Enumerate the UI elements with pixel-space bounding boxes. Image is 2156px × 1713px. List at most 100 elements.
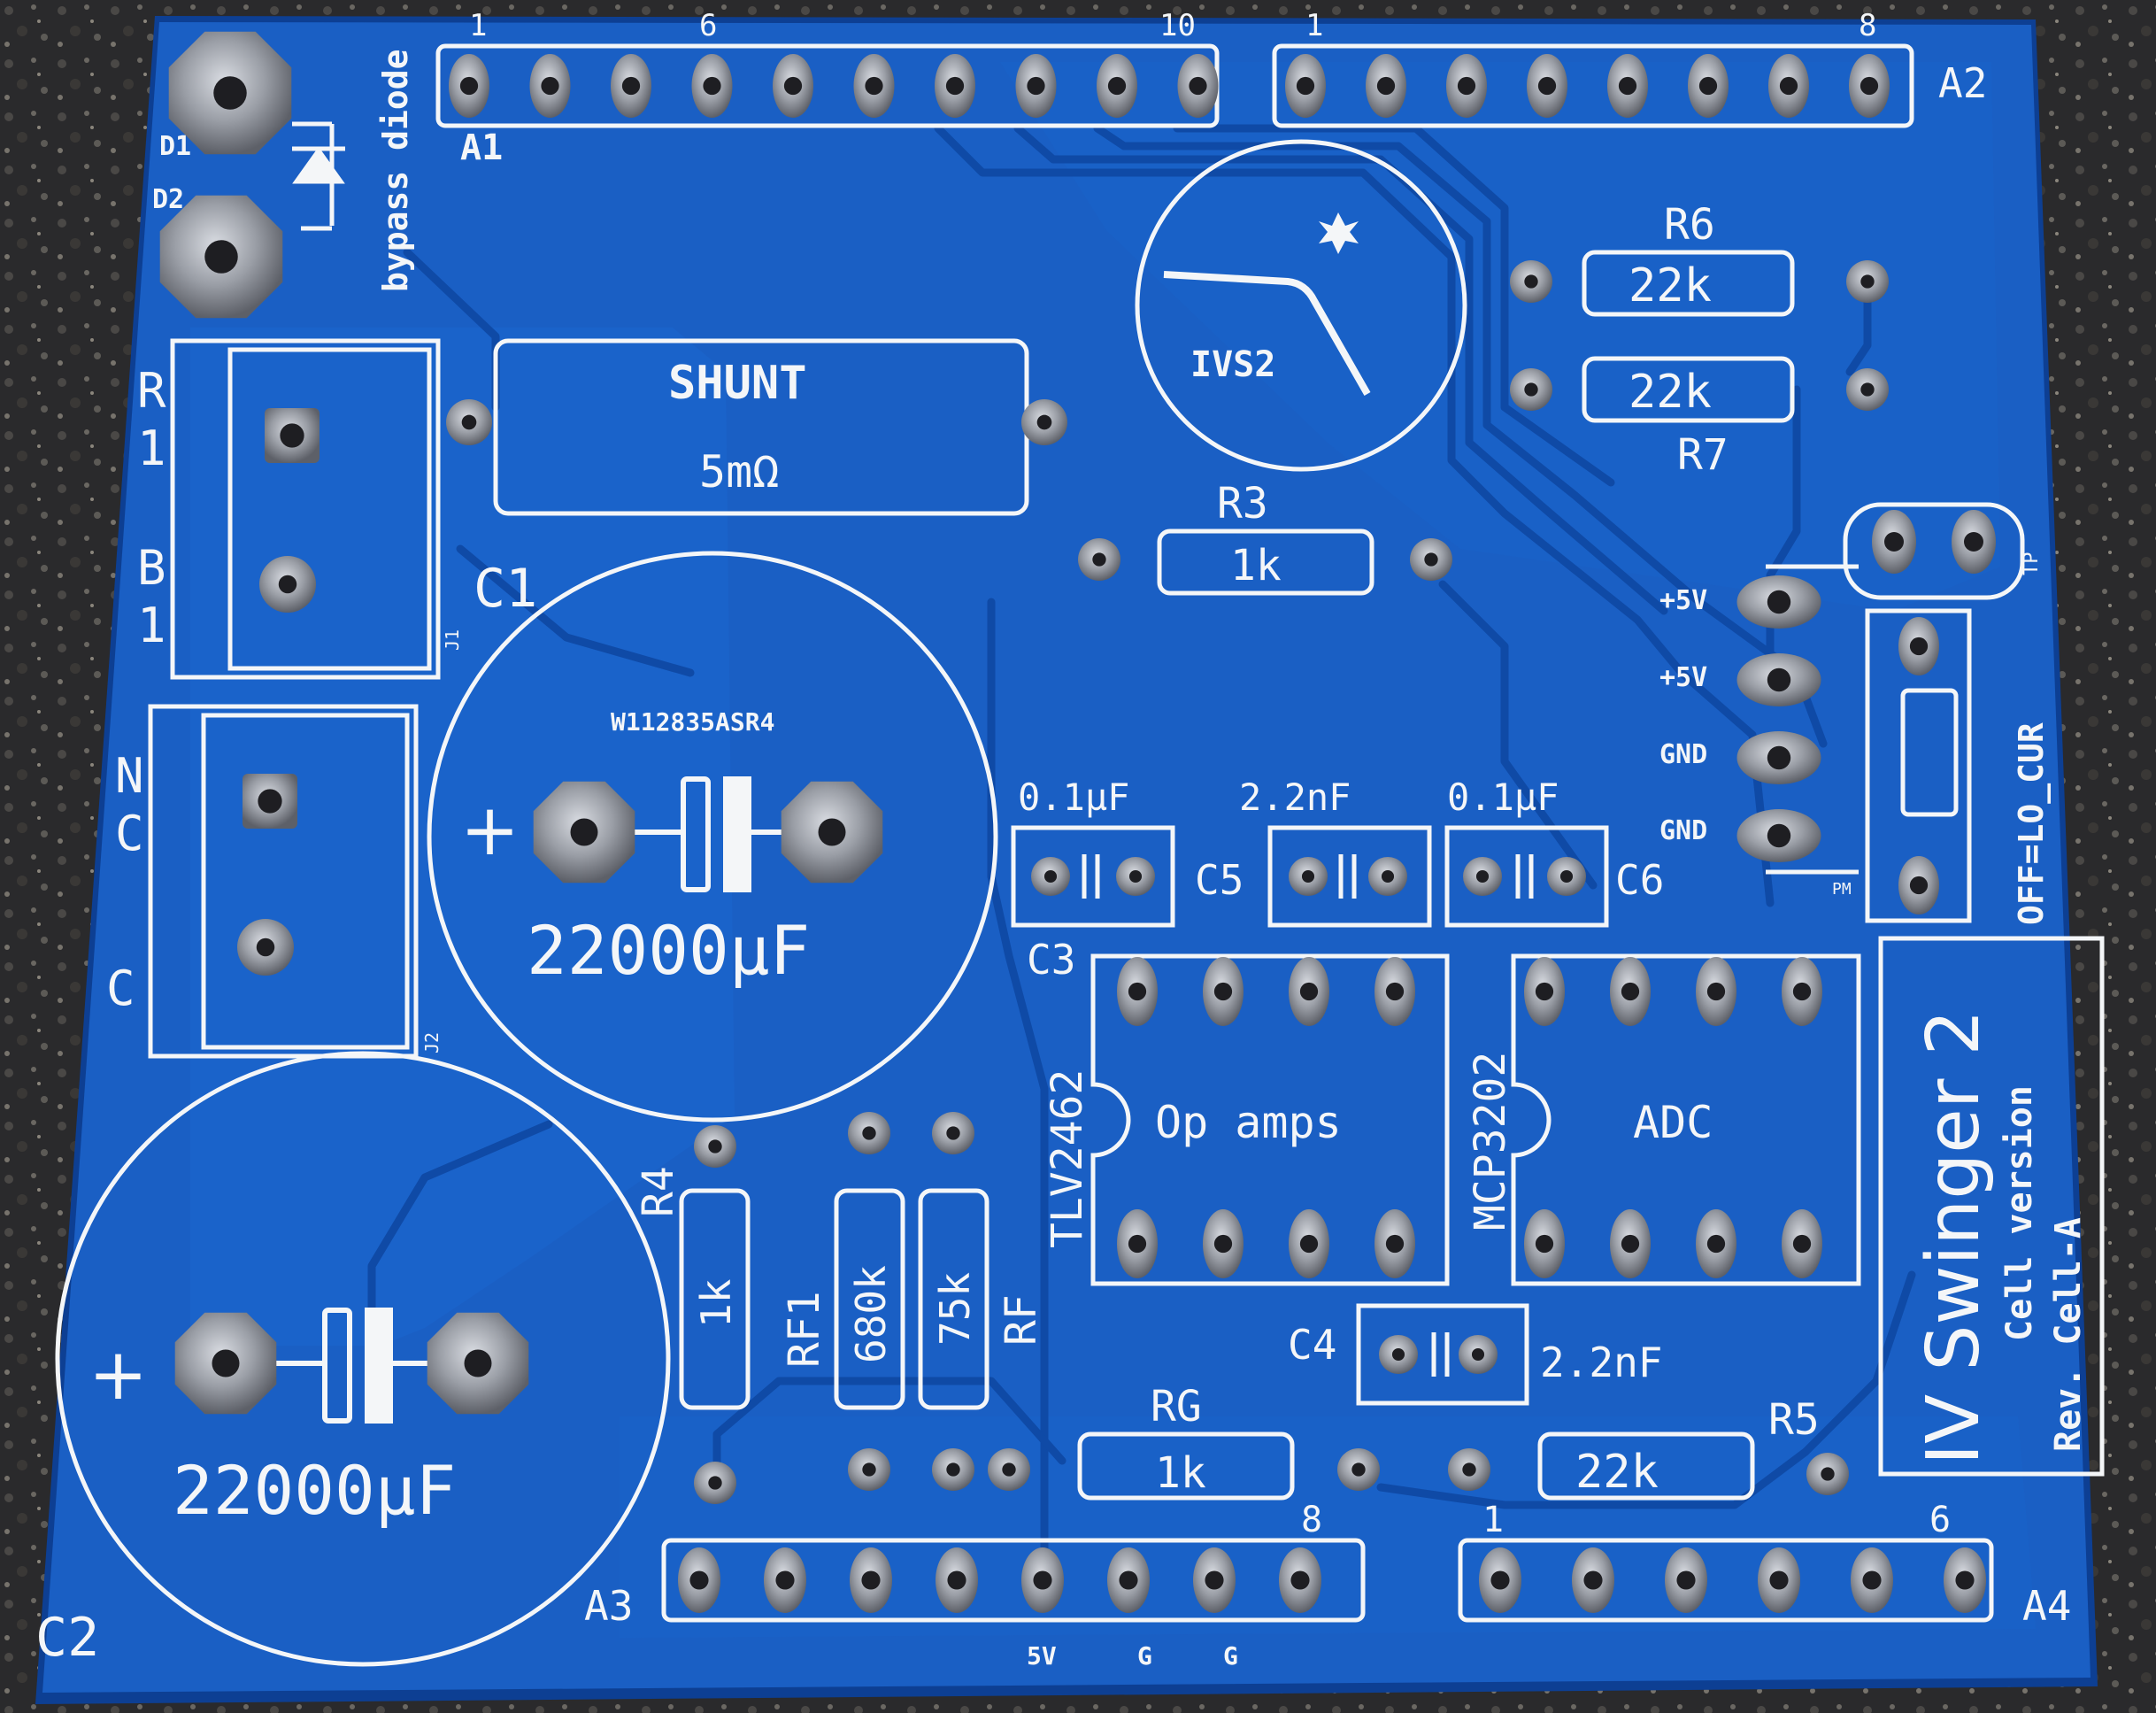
c5-pad-right bbox=[1368, 857, 1407, 896]
power-header-pin bbox=[1736, 809, 1821, 862]
rf-pad-bottom bbox=[932, 1448, 974, 1491]
c3-label: C3 bbox=[1027, 936, 1075, 984]
a2-label: A2 bbox=[1938, 59, 1987, 107]
header-a2-pin bbox=[1285, 54, 1326, 118]
header-a1-pin bbox=[1177, 54, 1219, 118]
header-a1-pin bbox=[529, 54, 571, 118]
c1-pad-positive bbox=[533, 781, 635, 884]
a1-pin10-label: 10 bbox=[1159, 8, 1196, 43]
header-a2-pin bbox=[1768, 54, 1809, 118]
a3-g1-label: G bbox=[1137, 1641, 1152, 1671]
header-a2-pin bbox=[1688, 54, 1729, 118]
c6-pad-left bbox=[1463, 857, 1502, 896]
r5-value: 22k bbox=[1575, 1446, 1659, 1499]
adc-part-number: MCP3202 bbox=[1466, 1052, 1515, 1231]
r3-label: R3 bbox=[1217, 479, 1268, 529]
a1-label: A1 bbox=[460, 127, 503, 168]
header-a1-pin bbox=[449, 54, 489, 118]
power-header-pin bbox=[1736, 575, 1821, 629]
a3-5v-label: 5V bbox=[1027, 1641, 1057, 1671]
rf1-pad-top bbox=[848, 1112, 890, 1154]
rf-pad-top bbox=[932, 1112, 974, 1154]
terminal-r1-pad bbox=[265, 408, 320, 463]
board-subtitle: Cell version bbox=[1999, 1085, 2040, 1341]
diode-symbol bbox=[292, 121, 345, 231]
a4-pin1-label: 1 bbox=[1482, 1500, 1504, 1540]
header-a3-pin bbox=[936, 1547, 978, 1613]
r5-pad-right bbox=[1806, 1453, 1849, 1495]
logo-text: IVS2 bbox=[1190, 344, 1275, 385]
opamp-pin bbox=[1203, 957, 1244, 1026]
c5-pad-left bbox=[1289, 857, 1328, 896]
c5-label: C5 bbox=[1195, 856, 1244, 904]
c4-pad-left bbox=[1379, 1335, 1418, 1374]
tp-pad-1 bbox=[1872, 510, 1916, 574]
header-a2-pin bbox=[1607, 54, 1648, 118]
switch-pad-2 bbox=[1898, 856, 1939, 914]
switch-pad-1 bbox=[1898, 617, 1939, 675]
adc-pin bbox=[1610, 1209, 1651, 1278]
c2-pad-negative bbox=[427, 1312, 529, 1415]
header-a3-pin bbox=[1279, 1547, 1321, 1613]
adc-pin bbox=[1782, 957, 1822, 1026]
header-a1-pin bbox=[935, 54, 975, 118]
rg-label: RG bbox=[1151, 1382, 1202, 1431]
r3-pad-right bbox=[1410, 538, 1452, 581]
silkscreen-text: 1 6 10 1 8 A1 A2 D1 D2 bypass diode R 1 … bbox=[35, 8, 2089, 1671]
c3-value: 0.1µF bbox=[1018, 775, 1129, 819]
power-header-pin bbox=[1736, 731, 1821, 784]
c6-pad-right bbox=[1547, 857, 1586, 896]
a2-pin1-label: 1 bbox=[1305, 8, 1323, 43]
rf1-value: 680k bbox=[847, 1265, 895, 1363]
header-a2-pin bbox=[1366, 54, 1406, 118]
opamp-pin bbox=[1374, 957, 1415, 1026]
c2-plus: + bbox=[89, 1333, 148, 1416]
header-a1-pin bbox=[611, 54, 651, 118]
c2-label: C2 bbox=[35, 1607, 99, 1669]
tp-label: TP bbox=[2021, 552, 2043, 576]
rf1-pad-bottom bbox=[848, 1448, 890, 1491]
pm-label: PM bbox=[1832, 880, 1852, 899]
c3-pad-left bbox=[1031, 857, 1070, 896]
header-a3-pin bbox=[850, 1547, 892, 1613]
header-a4-pin bbox=[1572, 1547, 1614, 1613]
opamp-pin bbox=[1117, 957, 1158, 1026]
power-header-pin bbox=[1736, 653, 1821, 706]
terminal-nc-pad bbox=[243, 774, 297, 829]
capacitor-symbols bbox=[266, 776, 1534, 1424]
opamp-pin bbox=[1289, 957, 1329, 1026]
r4-value: 1k bbox=[692, 1279, 740, 1328]
r5-pad-left bbox=[1448, 1448, 1490, 1491]
logo-iv-curve bbox=[1163, 212, 1371, 396]
j1-label: J1 bbox=[442, 629, 463, 651]
r1-label-1: 1 bbox=[137, 421, 166, 476]
c2-value: 22000µF bbox=[173, 1451, 456, 1530]
r7-pad-left bbox=[1510, 368, 1552, 411]
nc-label-c: C bbox=[115, 806, 144, 861]
header-a1-pin bbox=[773, 54, 813, 118]
a4-label: A4 bbox=[2022, 1582, 2071, 1630]
pwr1-label: +5V bbox=[1659, 585, 1707, 616]
opamp-pin bbox=[1289, 1209, 1329, 1278]
rg-pad-right bbox=[1337, 1448, 1380, 1491]
header-a4-pin bbox=[1665, 1547, 1707, 1613]
header-a4-pin bbox=[1758, 1547, 1800, 1613]
shunt-label: SHUNT bbox=[668, 357, 807, 410]
opamp-pin bbox=[1117, 1209, 1158, 1278]
b1-label-1: 1 bbox=[137, 598, 166, 653]
c1-pad-negative bbox=[781, 781, 883, 884]
adc-pin bbox=[1524, 957, 1565, 1026]
c6-label: C6 bbox=[1615, 856, 1664, 904]
c4-pad-right bbox=[1459, 1335, 1498, 1374]
header-a3-pin bbox=[764, 1547, 806, 1613]
header-a4-pin bbox=[1851, 1547, 1893, 1613]
c4-value: 2.2nF bbox=[1540, 1339, 1662, 1386]
header-a2-pin bbox=[1527, 54, 1567, 118]
r5-label: R5 bbox=[1768, 1395, 1820, 1445]
rf-value: 75k bbox=[931, 1272, 979, 1346]
r7-label: R7 bbox=[1677, 430, 1729, 480]
rf-label: RF bbox=[997, 1294, 1046, 1346]
a3-pin8-label: 8 bbox=[1301, 1500, 1322, 1540]
d2-label: D2 bbox=[152, 184, 184, 215]
